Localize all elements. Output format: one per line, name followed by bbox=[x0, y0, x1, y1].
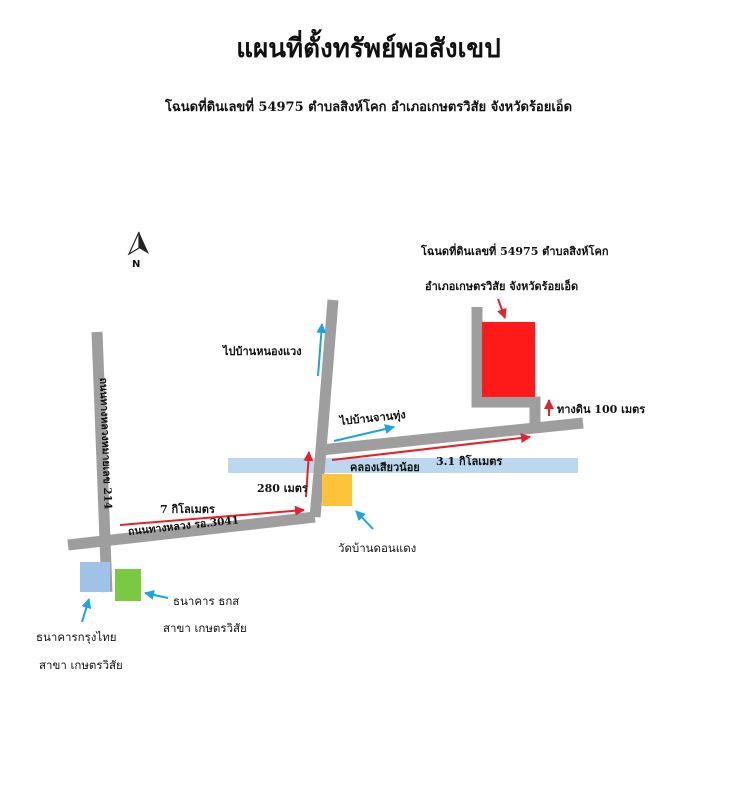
road-3041 bbox=[67, 511, 316, 551]
north-letter: N bbox=[132, 259, 140, 270]
page-title: แผนที่ตั้งทรัพย์พอสังเขป bbox=[236, 34, 501, 64]
bank-krungthai-marker bbox=[80, 562, 110, 592]
dirt-road bbox=[471, 307, 541, 430]
property-label-line1: โฉนดที่ดินเลขที่ 54975 ตำบลสิงห์โคก bbox=[421, 245, 609, 258]
page-subtitle: โฉนดที่ดินเลขที่ 54975 ตำบลสิงห์โคก อำเภ… bbox=[164, 100, 573, 115]
bank-baac-line1: ธนาคาร ธกส bbox=[173, 594, 240, 608]
arrow-to-chan-thung bbox=[333, 424, 395, 442]
arrow-280m bbox=[303, 451, 314, 498]
arrow-bank2 bbox=[144, 590, 169, 600]
distance-280m: 280 เมตร bbox=[257, 482, 308, 495]
arrow-bank1 bbox=[81, 598, 92, 623]
property-label-line2: อำเภอเกษตรวิสัย จังหวัดร้อยเอ็ด bbox=[425, 280, 579, 293]
distance-7km: 7 กิโลเมตร bbox=[160, 503, 215, 516]
road-214 bbox=[91, 331, 113, 593]
arrow-31km bbox=[331, 433, 531, 461]
distance-3-1km: 3.1 กิโลเมตร bbox=[436, 455, 503, 468]
temple-label: วัดบ้านดอนแดง bbox=[338, 541, 417, 555]
bank-baac-marker bbox=[115, 569, 141, 601]
bank-krungthai-line1: ธนาคารกรุงไทย bbox=[36, 630, 117, 644]
bank-krungthai-line2: สาขา เกษตรวิสัย bbox=[39, 658, 123, 672]
arrow-to-nong-waeng bbox=[316, 323, 327, 377]
distance-100m: ทางดิน 100 เมตร bbox=[557, 403, 646, 416]
to-nong-waeng-label: ไปบ้านหนองแวง bbox=[223, 345, 302, 358]
temple-marker bbox=[322, 474, 352, 506]
bank-baac-line2: สาขา เกษตรวิสัย bbox=[163, 621, 247, 635]
canal-label: คลองเสียวน้อย bbox=[350, 461, 420, 474]
arrow-temple bbox=[355, 510, 374, 530]
arrow-7km bbox=[119, 505, 305, 526]
property-plot bbox=[482, 322, 535, 397]
arrow-property bbox=[497, 298, 507, 319]
north-arrow-icon: N bbox=[127, 231, 149, 270]
